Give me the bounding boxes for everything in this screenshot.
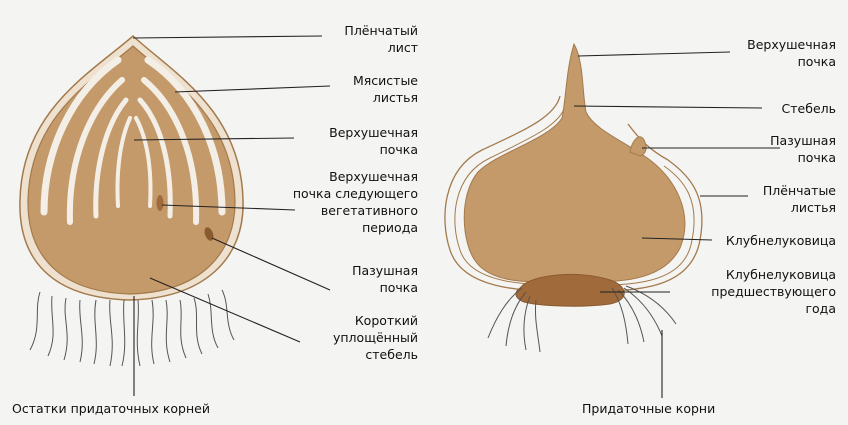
next-period-bud [157, 195, 164, 211]
label-previous-year-corm: Клубнелуковица предшествующего года [711, 266, 836, 317]
label-apical-bud: Верхушечная почка [329, 124, 418, 158]
corm [445, 44, 702, 352]
label-corm-axillary-bud: Пазушная почка [770, 132, 836, 166]
label-corm-apical-bud: Верхушечная почка [747, 36, 836, 70]
corm-axillary-bud [630, 137, 646, 156]
onion-bulb [20, 36, 243, 366]
label-bulb-axillary-bud: Пазушная почка [352, 262, 418, 296]
bulb-root-remnants [30, 290, 234, 366]
label-corm-film-leaves: Плёнчатые листья [763, 182, 836, 216]
label-corm: Клубнелуковица [726, 232, 836, 249]
label-adventitious-roots: Придаточные корни [582, 400, 715, 417]
label-root-remnants: Остатки придаточных корней [12, 400, 210, 417]
label-corm-stem: Стебель [782, 100, 836, 117]
corm-body [464, 44, 685, 282]
label-next-period-bud: Верхушечная почка следующего вегетативно… [293, 168, 418, 236]
label-fleshy-leaves: Мясистые листья [353, 72, 418, 106]
label-short-flat-stem: Короткий уплощённый стебель [333, 312, 418, 363]
label-film-leaf: Плёнчатый лист [344, 22, 418, 56]
bulb-body [28, 46, 235, 294]
